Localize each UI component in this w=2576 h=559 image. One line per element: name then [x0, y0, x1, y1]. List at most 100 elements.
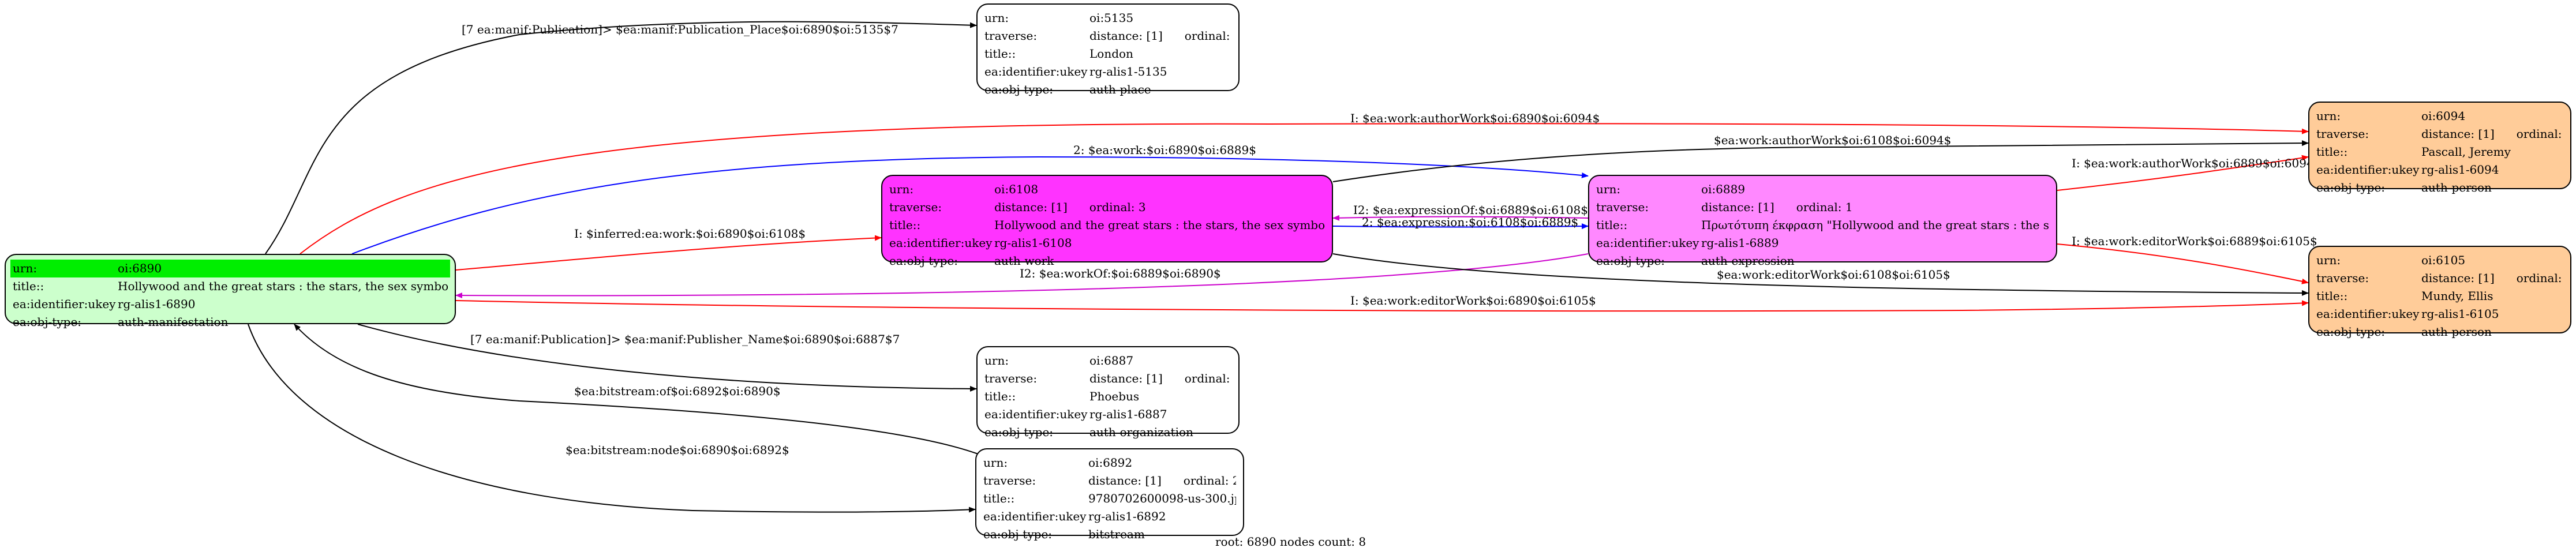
row-value: auth-place: [1089, 82, 1151, 96]
row-key: traverse:: [2316, 127, 2369, 141]
row-key: title::: [2316, 289, 2348, 303]
edge-author-6890-6094: I: $ea:work:authorWork$oi:6890$oi:6094$: [299, 111, 2309, 254]
edge-bitstream-node-6890-6892: $ea:bitstream:node$oi:6890$oi:6892$: [248, 324, 976, 513]
node-row-ukey: ea:identifier:ukey rg-alis1-6889: [1596, 234, 2049, 252]
edge-editor-6108-6105: $ea:work:editorWork$oi:6108$oi:6105$: [1332, 253, 2309, 296]
row-key: ea:identifier:ukey: [1596, 236, 1699, 250]
row-value: distance: [1] ordinal: 2: [1088, 472, 1236, 490]
node-row-traverse: traverse: distance: [1]ordinal: 1: [1596, 198, 2049, 216]
row-key: ea:obj-type:: [2316, 325, 2386, 339]
node-row-objtype: ea:obj-type: auth-organization: [984, 423, 1231, 441]
row-value: auth-person: [2421, 325, 2492, 339]
distance-text: distance: [1]: [2421, 271, 2495, 285]
row-value: distance: [1]ordinal: 7: [1089, 370, 1231, 388]
edge-publisher-6890-6887: [7 ea:manif:Publication]> $ea:manif:Publ…: [357, 324, 977, 392]
node-row-urn: urn: oi:6890: [10, 260, 450, 277]
node-root-manifestation[interactable]: urn: oi:6890 title:: Hollywood and the g…: [5, 254, 456, 329]
row-key: urn:: [2316, 253, 2341, 267]
row-value: distance: [1]ordinal: 5: [2421, 269, 2563, 287]
edge-label: I: $ea:work:authorWork$oi:6889$oi:6094$: [2072, 156, 2321, 170]
row-value: 9780702600098-us-300.jpg: [1088, 492, 1236, 505]
row-key: traverse:: [2316, 271, 2369, 285]
row-value: Πρωτότυπη έκφραση "Hollywood and the gre…: [1701, 218, 2049, 232]
edge-work-6890-6889: 2: $ea:work:$oi:6890$oi:6889$: [351, 143, 1589, 254]
node-row-objtype: ea:obj-type: bitstream: [983, 526, 1236, 543]
row-value: oi:6892: [1088, 456, 1133, 470]
distance-text: distance: [1]: [2421, 127, 2495, 141]
edge-label: $ea:work:editorWork$oi:6108$oi:6105$: [1717, 268, 1950, 282]
node-row-urn: urn: oi:6892: [983, 454, 1236, 472]
row-value: distance: [1]ordinal: 3: [994, 198, 1325, 216]
edge-bitstream-of-6892-6890: $ea:bitstream:of$oi:6892$oi:6890$: [294, 324, 979, 455]
node-person-6094[interactable]: urn: oi:6094 traverse: distance: [1]ordi…: [2308, 102, 2571, 194]
row-value: rg-alis1-5135: [1089, 65, 1167, 78]
node-row-urn: urn: oi:6887: [984, 352, 1231, 370]
row-value: rg-alis1-6890: [118, 297, 196, 311]
row-key: ea:obj-type:: [889, 254, 958, 268]
node-row-title: title:: 9780702600098-us-300.jpg: [983, 490, 1236, 508]
edge-label: I: $ea:work:editorWork$oi:6889$oi:6105$: [2072, 234, 2317, 248]
edge-publication-place: [7 ea:manif:Publication]> $ea:manif:Publ…: [265, 21, 977, 254]
edge-expressionOf-6889-6108: I2: $ea:expressionOf:$oi:6889$oi:6108$: [1332, 203, 1589, 221]
node-work[interactable]: urn: oi:6108 traverse: distance: [1]ordi…: [881, 175, 1333, 268]
node-row-title: title:: Phoebus: [984, 388, 1231, 406]
row-value: oi:6887: [1089, 354, 1134, 367]
edge-workOf-6889-6890: I2: $ea:workOf:$oi:6889$oi:6890$: [455, 253, 1589, 299]
node-place[interactable]: urn: oi:5135 traverse: distance: [1]ordi…: [976, 3, 1240, 96]
edge-label: $ea:bitstream:node$oi:6890$oi:6892$: [566, 443, 789, 457]
node-row-objtype: ea:obj-type: auth-work: [889, 252, 1325, 270]
row-key: urn:: [984, 11, 1009, 25]
row-value: Hollywood and the great stars : the star…: [118, 279, 448, 293]
row-key: title::: [984, 47, 1016, 61]
node-bitstream[interactable]: urn: oi:6892 traverse: distance: [1]ordi…: [975, 448, 1244, 541]
row-key: title::: [983, 492, 1015, 505]
row-value: oi:6889: [1701, 182, 1746, 196]
row-key: traverse:: [984, 29, 1038, 43]
row-key: ea:obj-type:: [984, 82, 1054, 96]
row-key: title::: [1596, 218, 1628, 232]
row-value: oi:5135: [1089, 11, 1134, 25]
node-row-urn: urn: oi:6094: [2316, 107, 2563, 125]
node-row-traverse: traverse: distance: [1]ordinal: 6: [984, 27, 1231, 45]
ordinal-text: ordinal: 6: [1184, 29, 1231, 43]
edge-editor-6890-6105: I: $ea:work:editorWork$oi:6890$oi:6105$: [455, 294, 2309, 312]
row-key: ea:obj-type:: [2316, 181, 2386, 194]
node-row-ukey: ea:identifier:ukey rg-alis1-6094: [2316, 161, 2563, 179]
distance-text: distance: [1]: [994, 200, 1068, 214]
ordinal-text: ordinal: 7: [1184, 372, 1231, 385]
node-expression[interactable]: urn: oi:6889 traverse: distance: [1]ordi…: [1588, 175, 2057, 268]
ordinal-text: ordinal: 1: [1796, 200, 1853, 214]
row-value: oi:6105: [2421, 253, 2466, 267]
row-value: rg-alis1-6094: [2421, 163, 2499, 177]
row-key: ea:identifier:ukey: [983, 509, 1087, 523]
node-row-title: title:: Hollywood and the great stars : …: [13, 277, 448, 295]
node-organization[interactable]: urn: oi:6887 traverse: distance: [1]ordi…: [976, 346, 1240, 439]
row-key: urn:: [983, 456, 1008, 470]
row-key: title::: [889, 218, 921, 232]
row-value: rg-alis1-6892: [1088, 509, 1166, 523]
edge-label: I2: $ea:expressionOf:$oi:6889$oi:6108$: [1353, 203, 1588, 217]
distance-text: distance: [1]: [1701, 200, 1774, 214]
edge-expression-6108-6889: 2: $ea:expression:$oi:6108$oi:6889$: [1332, 215, 1589, 230]
edge-label: I: $ea:work:authorWork$oi:6890$oi:6094$: [1350, 111, 1600, 125]
ordinal-text: ordinal: 2: [1183, 474, 1236, 487]
row-key: ea:identifier:ukey: [984, 407, 1088, 421]
node-row-traverse: traverse: distance: [1]ordinal: 7: [984, 370, 1231, 388]
node-row-title: title:: Hollywood and the great stars : …: [889, 216, 1325, 234]
node-row-title: title:: London: [984, 45, 1231, 63]
edge-label: 2: $ea:work:$oi:6890$oi:6889$: [1073, 143, 1256, 157]
node-person-6105[interactable]: urn: oi:6105 traverse: distance: [1]ordi…: [2308, 246, 2571, 339]
edge-author-6108-6094: $ea:work:authorWork$oi:6108$oi:6094$: [1332, 133, 2309, 182]
row-value: London: [1089, 47, 1133, 61]
row-value: rg-alis1-6889: [1701, 236, 1779, 250]
row-key: ea:obj-type:: [1596, 254, 1665, 268]
edge-label: [7 ea:manif:Publication]> $ea:manif:Publ…: [470, 332, 900, 346]
row-value: distance: [1]ordinal: 6: [1089, 27, 1231, 45]
distance-text: distance: [1]: [1088, 474, 1162, 487]
node-row-objtype: ea:obj-type: auth-person: [2316, 323, 2563, 341]
row-value: Mundy, Ellis: [2421, 289, 2493, 303]
node-row-objtype: ea:obj-type: auth-manifestation: [13, 313, 448, 331]
row-value: oi:6108: [994, 182, 1039, 196]
node-row-objtype: ea:obj-type: auth-place: [984, 81, 1231, 99]
